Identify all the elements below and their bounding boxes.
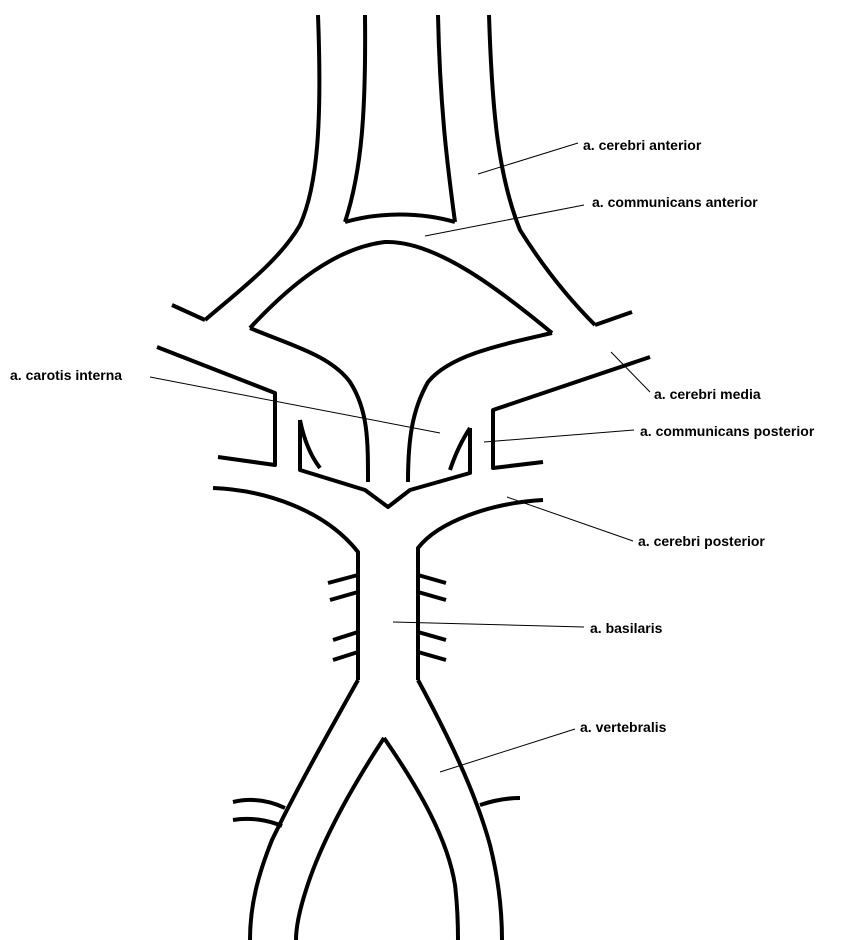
vertebral-arteries — [233, 680, 520, 940]
aca-left-outer-stub — [172, 305, 205, 320]
label-carotis-interna: a. carotis interna — [10, 367, 122, 383]
leader-cerebri-posterior — [507, 497, 633, 541]
dome-left-lower-wall — [250, 328, 368, 482]
leader-carotis-interna — [150, 377, 440, 433]
anterior-cerebral-arteries — [172, 15, 632, 325]
pca-right-wall — [418, 500, 543, 580]
leader-communicans-posterior — [484, 430, 634, 442]
dome-right-lower-wall — [408, 333, 552, 482]
label-communicans-anterior: a. communicans anterior — [592, 194, 758, 210]
vertebral-right-outer-wall — [418, 680, 502, 940]
basilar-branch-right-2 — [418, 592, 446, 600]
aca-left-inner-wall — [345, 15, 365, 222]
label-communicans-posterior: a. communicans posterior — [640, 423, 815, 439]
basilar-branch-left-4 — [333, 652, 358, 660]
leader-vertebralis — [440, 729, 575, 772]
central-vessel-loop — [250, 242, 552, 482]
label-cerebri-media: a. cerebri media — [654, 386, 761, 402]
vertebral-left-branch-lower — [233, 819, 282, 826]
carotis-left-stub — [300, 420, 320, 468]
aca-right-inner-wall — [438, 15, 455, 222]
vertebral-right-branch — [480, 798, 520, 805]
pca-left-wall — [213, 488, 358, 580]
vertebral-right-inner-wall — [384, 738, 458, 940]
basilar-artery — [328, 575, 446, 680]
label-vertebralis: a. vertebralis — [580, 719, 667, 735]
basilar-branch-right-1 — [418, 575, 446, 583]
leader-cerebri-anterior — [478, 143, 578, 174]
aca-left-outer-wall — [205, 15, 319, 320]
basilar-branch-left-1 — [328, 575, 358, 583]
basilar-branch-left-3 — [333, 632, 358, 640]
basilar-branch-left-2 — [330, 592, 358, 600]
dome-upper-wall — [250, 242, 552, 333]
label-cerebri-posterior: a. cerebri posterior — [638, 533, 765, 549]
mca-right-wall — [493, 357, 650, 468]
middle-cerebral-and-carotis — [157, 347, 650, 507]
communicans-anterior-lower-wall — [345, 215, 455, 223]
posterior-communicans-left-inner — [300, 420, 470, 507]
mca-left-wall — [157, 347, 275, 465]
vertebral-left-branch-upper — [233, 800, 285, 808]
label-cerebri-anterior: a. cerebri anterior — [583, 137, 702, 153]
carotis-right-stub — [450, 428, 470, 470]
basilar-branch-right-4 — [418, 652, 446, 660]
leader-basilaris — [393, 622, 584, 627]
label-basilaris: a. basilaris — [590, 620, 663, 636]
basilar-branch-right-3 — [418, 632, 446, 640]
aca-right-outer-stub — [595, 312, 632, 325]
aca-right-outer-wall — [489, 15, 595, 325]
